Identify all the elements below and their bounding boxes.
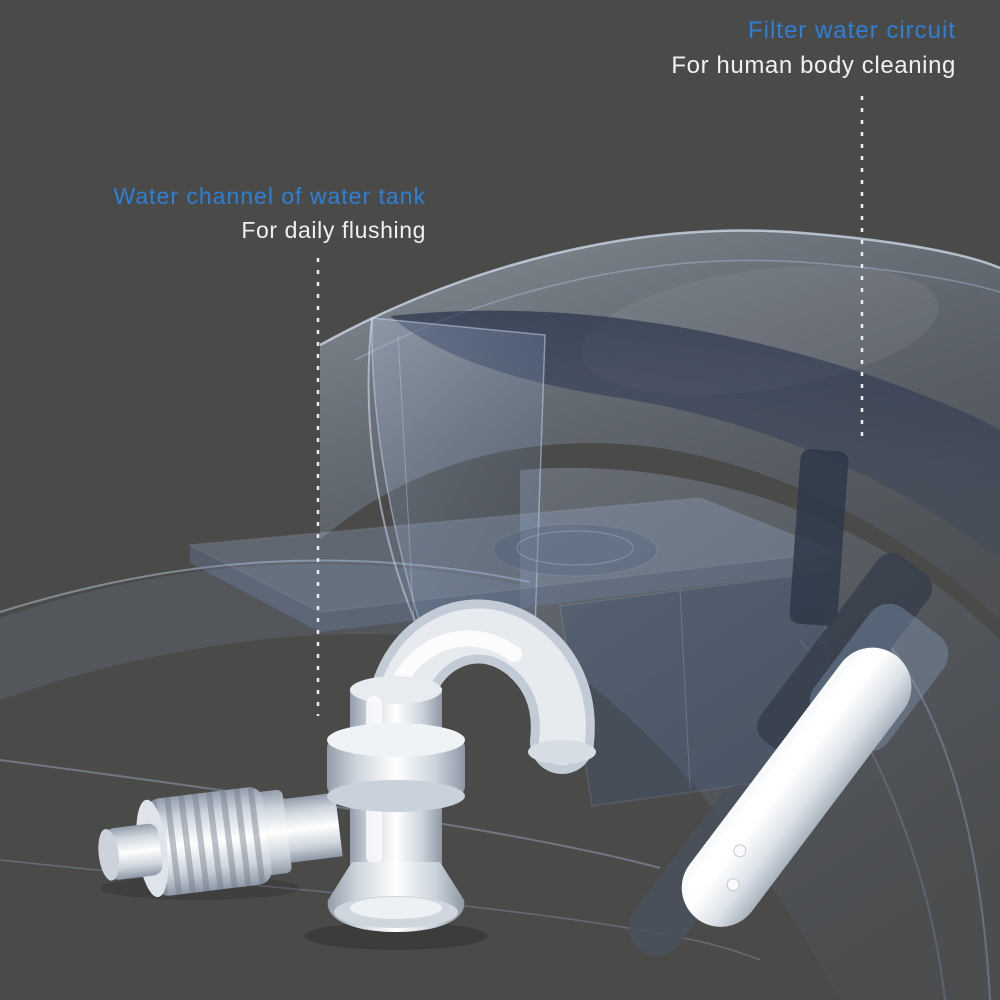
filter-circuit-label: Filter water circuit For human body clea… — [671, 16, 956, 81]
valve-knob-shape — [98, 787, 343, 898]
water-tank-label: Water channel of water tank For daily fl… — [68, 182, 426, 245]
wand-nozzle-hole — [726, 878, 740, 892]
filter-circuit-subtitle: For human body cleaning — [671, 52, 956, 79]
water-tank-subtitle: For daily flushing — [241, 216, 426, 243]
water-tank-shape — [559, 449, 849, 807]
spray-wand-shape — [628, 553, 949, 956]
elbow-pipe-shape — [366, 599, 596, 774]
water-tank-title: Water channel of water tank — [113, 183, 426, 209]
filter-circuit-title: Filter water circuit — [747, 17, 956, 44]
wand-nozzle-hole — [733, 844, 747, 858]
inlet-valve-shape — [98, 676, 488, 950]
